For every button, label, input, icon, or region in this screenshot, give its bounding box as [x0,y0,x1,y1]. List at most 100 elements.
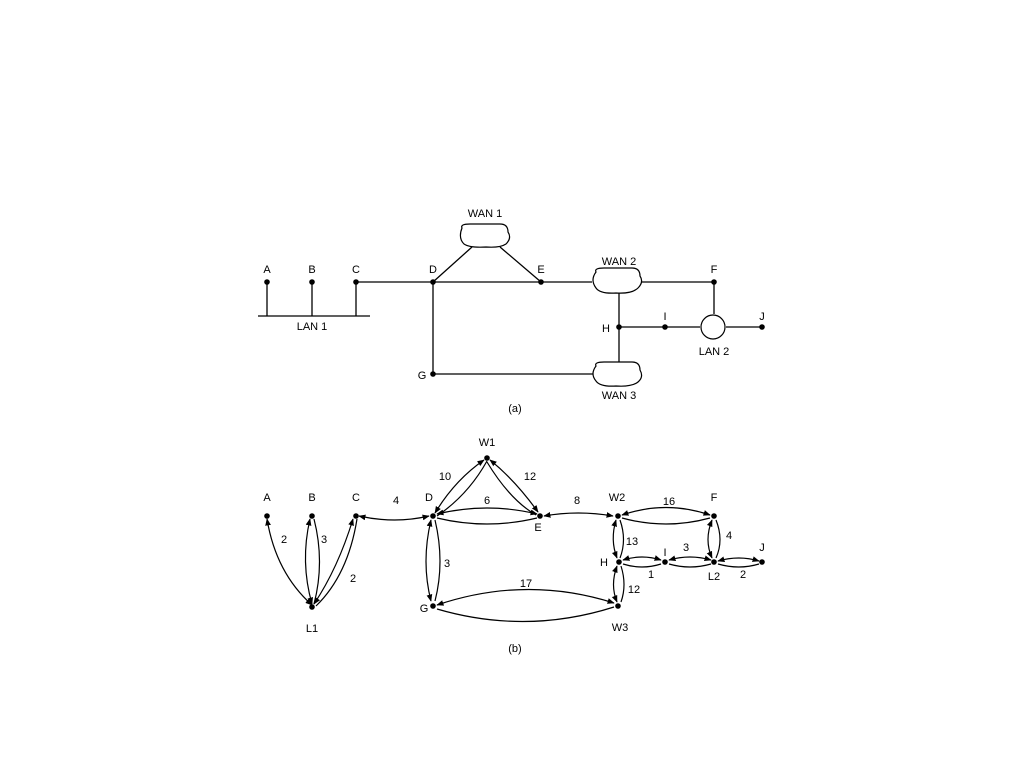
weight-a-l1: 2 [281,534,287,546]
edge-c-l1-b [315,518,358,607]
lan2-circle [700,314,726,340]
edge-c-d [358,514,430,521]
diagram-a: A B C D E F G H I J LAN 1 LAN 2 WAN 1 WA… [258,208,765,415]
caption-a: (a) [508,403,521,415]
weight-h-w3: 12 [628,584,640,596]
b-node-j-dot [759,559,765,565]
edge-w1-e-a [489,459,539,513]
node-a-dot [264,279,270,285]
b-node-w3-dot [615,603,621,609]
link-wan1-e [499,246,542,283]
label-i: I [663,311,666,323]
edge-h-w3-a [611,565,618,603]
b-label-d: D [425,492,433,504]
b-label-j: J [759,542,765,554]
label-j: J [759,311,765,323]
b-node-h-dot [616,559,622,565]
b-node-e-dot [537,513,543,519]
b-node-b-dot [309,513,315,519]
edge-a-l1 [265,518,313,606]
node-j-dot [759,324,765,330]
node-h-dot [616,324,622,330]
edge-h-i-a [622,555,662,561]
label-lan2: LAN 2 [699,346,730,358]
edge-d-w1-a [434,459,485,514]
label-wan3: WAN 3 [602,390,636,402]
weight-w2-h: 13 [626,536,638,548]
edge-w2-f-a [621,506,711,516]
edge-c-l1-a [313,518,354,605]
b-node-w1-dot [484,455,490,461]
b-label-b: B [308,492,315,504]
b-node-l2-dot [711,559,717,565]
edge-i-l2-b [668,563,712,568]
weight-i-l2: 3 [683,542,689,554]
edge-b-l1-right [313,518,321,605]
edge-w2-f-b [621,517,711,525]
weight-c-l1: 2 [350,573,356,585]
b-label-l2: L2 [708,571,720,583]
b-label-g: G [420,603,429,615]
label-d: D [429,264,437,276]
edge-f-l2-b [715,519,721,559]
weight-e-w2: 8 [574,495,580,507]
weight-w1-e: 12 [524,471,536,483]
node-g-dot [430,371,436,377]
weight-l2-j: 2 [740,569,746,581]
weight-f-l2: 4 [726,530,732,542]
weight-d-g: 3 [444,558,450,570]
node-i-dot [662,324,668,330]
node-d-dot [430,279,436,285]
caption-b: (b) [508,643,521,655]
edge-d-e-a [436,507,538,516]
b-node-c-dot [353,513,359,519]
edge-i-l2-a [668,555,712,561]
wan2-cloud [592,267,643,294]
weight-b-l1: 3 [321,534,327,546]
b-node-a-dot [264,513,270,519]
b-node-d-dot [430,513,436,519]
label-h: H [602,323,610,335]
edge-d-g-a [425,519,433,602]
label-wan1: WAN 1 [468,208,502,220]
b-label-w1: W1 [479,437,496,449]
edge-l2-j-a [717,556,760,562]
link-d-wan1 [432,246,473,283]
weight-d-w1: 10 [439,471,451,483]
node-b-dot [309,279,315,285]
edge-b-l1-left [304,518,313,605]
b-label-w3: W3 [612,622,629,634]
edge-g-w3-b [436,606,615,623]
b-node-l1-dot [309,604,315,610]
edge-f-l2-a [706,519,713,559]
weight-w2-f: 16 [663,496,675,508]
label-c: C [352,264,360,276]
label-lan1: LAN 1 [297,321,328,333]
b-label-h: H [600,557,608,569]
b-label-e: E [534,522,541,534]
label-g: G [418,370,427,382]
b-node-f-dot [711,513,717,519]
weight-g-w3: 17 [520,578,532,590]
wan3-cloud [592,361,643,387]
edge-w1-e-b [486,461,537,516]
weight-h-i: 1 [648,569,654,581]
label-wan2: WAN 2 [602,256,636,268]
edge-w2-h-a [611,519,618,559]
edge-h-i-b [622,563,662,568]
diagram-b: A B C D W1 E W2 F H I L2 J G W3 L1 2 3 2… [263,437,765,655]
node-e-dot [538,279,544,285]
b-label-c: C [352,492,360,504]
b-label-f: F [711,492,718,504]
weight-d-e: 6 [484,495,490,507]
label-f: F [711,264,718,276]
b-label-l1: L1 [306,623,318,635]
edge-h-w3-b [620,565,625,603]
label-b: B [308,264,315,276]
edge-d-g-b [434,519,441,602]
label-a: A [263,264,271,276]
edge-l2-j-b [717,563,760,568]
node-f-dot [711,279,717,285]
node-c-dot [353,279,359,285]
